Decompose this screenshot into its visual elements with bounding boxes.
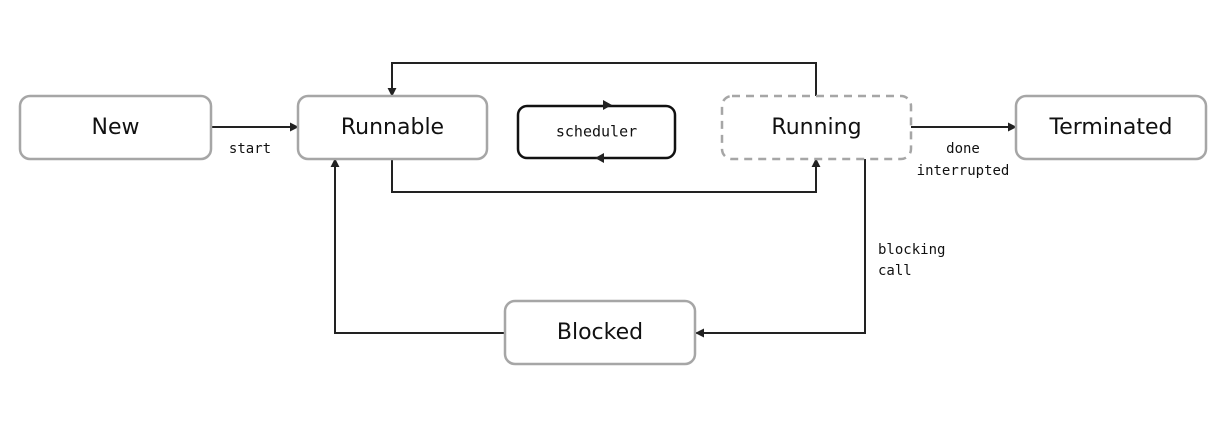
state-terminated-label: Terminated	[1049, 115, 1173, 140]
state-running: Running	[720, 94, 913, 161]
state-blocked-label: Blocked	[557, 320, 643, 345]
transition-label-blocking: blocking	[878, 242, 945, 258]
state-runnable-label: Runnable	[341, 115, 444, 140]
scheduler-top-arrow-icon	[603, 100, 612, 110]
state-blocked: Blocked	[503, 299, 697, 366]
transition-label-interrupted: interrupted	[917, 163, 1010, 179]
state-new: New	[18, 94, 213, 161]
edge-running-to-blocked	[695, 159, 866, 338]
transition-label-start: start	[229, 141, 271, 157]
scheduler-bottom-arrow-icon	[595, 153, 604, 163]
state-running-label: Running	[771, 115, 861, 140]
edge-blocked-to-runnable	[330, 158, 505, 334]
edge-runnable-to-running	[391, 158, 821, 193]
transition-label-done: done	[946, 141, 980, 157]
state-runnable: Runnable	[296, 94, 489, 161]
transition-label-call: call	[878, 263, 912, 279]
edge-running-to-runnable	[387, 62, 817, 97]
scheduler-box: scheduler	[516, 100, 677, 163]
state-new-label: New	[92, 115, 140, 140]
scheduler-label: scheduler	[556, 123, 637, 141]
state-terminated: Terminated	[1014, 94, 1208, 161]
